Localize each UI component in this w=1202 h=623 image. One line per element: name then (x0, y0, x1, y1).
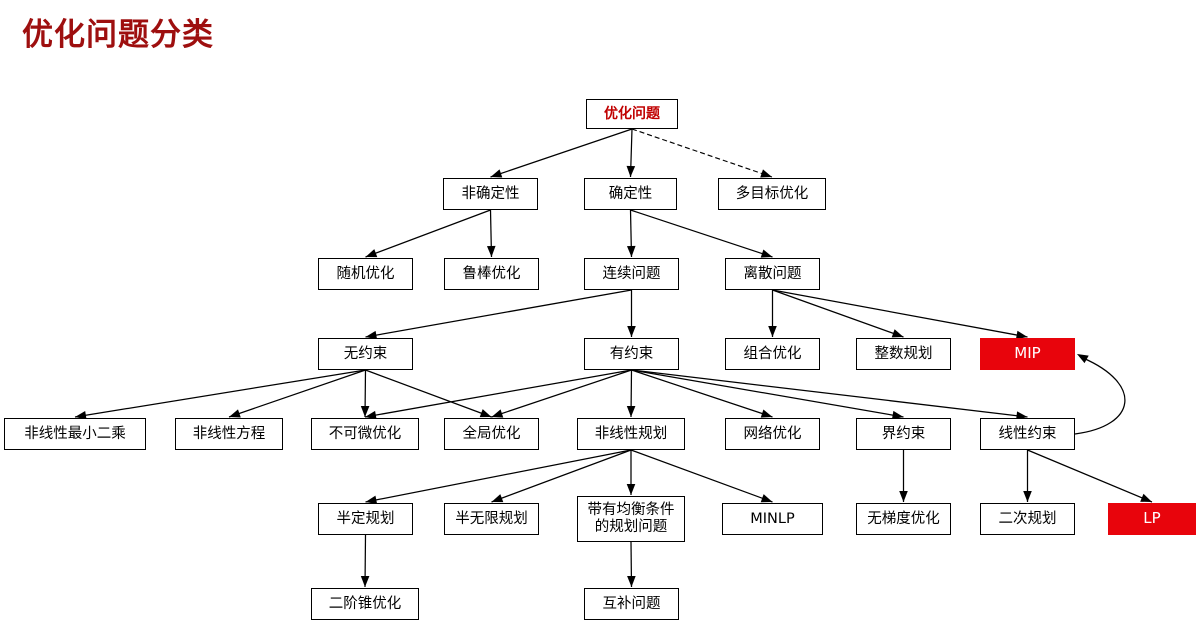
edge-discrete-to-integer (772, 289, 904, 338)
edge-constrained-to-nonsmooth (364, 369, 632, 418)
node-deterministic[interactable]: 确定性 (584, 178, 677, 210)
node-lp[interactable]: LP (1108, 503, 1196, 535)
edge-constrained-to-linear_con-arrowhead (1016, 411, 1028, 420)
edge-linear_con-to-mip (1074, 357, 1126, 435)
node-network[interactable]: 网络优化 (725, 418, 820, 450)
edge-linear_con-to-lp (1027, 449, 1153, 503)
edge-nlp-to-mpec-arrowhead (626, 484, 636, 495)
edge-continuous-to-unconstrained-arrowhead (365, 330, 378, 340)
node-multiobjective[interactable]: 多目标优化 (718, 178, 826, 210)
edge-nondeterministic-to-robust-arrowhead (486, 245, 496, 257)
node-nleq[interactable]: 非线性方程 (175, 418, 283, 450)
edge-root-to-nondeterministic (490, 128, 633, 178)
node-sip[interactable]: 半无限规划 (444, 503, 539, 535)
edge-unconstrained-to-nleq-arrowhead (229, 409, 241, 418)
node-global[interactable]: 全局优化 (444, 418, 539, 450)
edge-sdp-to-socp-arrowhead (360, 575, 370, 587)
node-mpec[interactable]: 带有均衡条件 的规划问题 (577, 496, 685, 542)
node-nonsmooth[interactable]: 不可微优化 (311, 418, 419, 450)
edge-discrete-to-mip (772, 289, 1028, 338)
edge-unconstrained-to-nls-arrowhead (75, 410, 87, 420)
node-nls[interactable]: 非线性最小二乘 (4, 418, 146, 450)
edge-bound-to-derivfree-arrowhead (899, 491, 908, 502)
node-unconstrained[interactable]: 无约束 (318, 338, 413, 370)
edge-nlp-to-sip (491, 449, 632, 503)
edge-root-to-deterministic-arrowhead (626, 165, 636, 177)
edge-constrained-to-network-arrowhead (760, 409, 773, 418)
node-nondeterministic[interactable]: 非确定性 (443, 178, 538, 210)
edge-nondeterministic-to-stochastic (365, 209, 491, 258)
edge-nlp-to-minlp-arrowhead (760, 494, 773, 503)
page-title: 优化问题分类 (22, 17, 214, 53)
edge-continuous-to-constrained-arrowhead (627, 326, 636, 337)
edge-deterministic-to-discrete-arrowhead (760, 249, 773, 258)
edge-unconstrained-to-global (365, 369, 492, 418)
edge-discrete-to-mip-arrowhead (1015, 330, 1028, 340)
node-bound[interactable]: 界约束 (856, 418, 951, 450)
edge-discrete-to-integer-arrowhead (891, 329, 904, 338)
edge-linear_con-to-lp-arrowhead (1140, 493, 1152, 502)
node-continuous[interactable]: 连续问题 (584, 258, 679, 290)
node-combinatorial[interactable]: 组合优化 (725, 338, 820, 370)
node-root[interactable]: 优化问题 (586, 99, 678, 129)
edge-constrained-to-global (491, 369, 632, 418)
node-sdp[interactable]: 半定规划 (318, 503, 413, 535)
edge-constrained-to-nonsmooth-arrowhead (365, 410, 377, 420)
edge-continuous-to-unconstrained (365, 289, 632, 338)
node-mip[interactable]: MIP (980, 338, 1075, 370)
node-linear_con[interactable]: 线性约束 (980, 418, 1075, 450)
edge-root-to-nondeterministic-arrowhead (490, 169, 503, 178)
edge-nlp-to-sip-arrowhead (491, 494, 504, 503)
edge-nlp-to-sdp (365, 449, 632, 503)
node-socp[interactable]: 二阶锥优化 (311, 588, 419, 620)
node-nlp[interactable]: 非线性规划 (577, 418, 685, 450)
edge-nondeterministic-to-stochastic-arrowhead (365, 249, 378, 258)
node-stochastic[interactable]: 随机优化 (318, 258, 413, 290)
edge-unconstrained-to-nls (74, 369, 366, 418)
edge-nlp-to-minlp (630, 449, 773, 503)
edge-root-to-multiobjective (631, 128, 773, 178)
node-minlp[interactable]: MINLP (722, 503, 823, 535)
node-integer[interactable]: 整数规划 (856, 338, 951, 370)
edge-discrete-to-combinatorial-arrowhead (768, 326, 777, 337)
edge-unconstrained-to-global-arrowhead (479, 409, 492, 418)
edge-constrained-to-network (631, 369, 773, 418)
edge-deterministic-to-continuous-arrowhead (626, 245, 636, 257)
edge-linear_con-to-mip-arrowhead (1077, 354, 1089, 364)
edge-deterministic-to-discrete (630, 209, 773, 258)
node-comp[interactable]: 互补问题 (584, 588, 679, 620)
node-constrained[interactable]: 有约束 (584, 338, 679, 370)
edge-constrained-to-bound-arrowhead (891, 410, 904, 420)
edge-linear_con-to-qp-arrowhead (1023, 491, 1032, 502)
edge-nlp-to-sdp-arrowhead (365, 495, 378, 505)
edge-constrained-to-bound (631, 369, 904, 418)
node-robust[interactable]: 鲁棒优化 (444, 258, 539, 290)
edge-constrained-to-nlp-arrowhead (626, 405, 636, 417)
node-derivfree[interactable]: 无梯度优化 (856, 503, 951, 535)
edge-mpec-to-comp-arrowhead (627, 575, 636, 587)
node-discrete[interactable]: 离散问题 (725, 258, 820, 290)
edge-unconstrained-to-nleq (228, 369, 366, 418)
edge-constrained-to-linear_con (631, 369, 1028, 418)
node-qp[interactable]: 二次规划 (980, 503, 1075, 535)
edge-root-to-multiobjective-arrowhead (760, 169, 772, 178)
edge-unconstrained-to-nonsmooth-arrowhead (360, 405, 370, 417)
edge-constrained-to-global-arrowhead (491, 409, 504, 418)
